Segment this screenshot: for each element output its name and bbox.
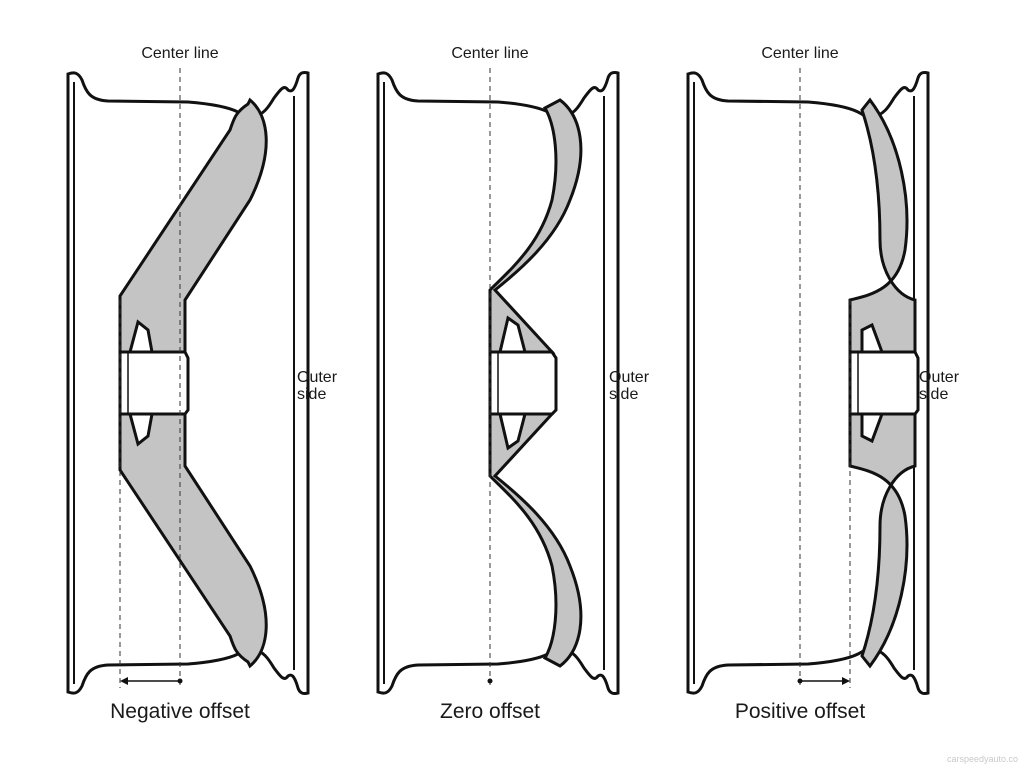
offset-arrow-head [120, 677, 128, 685]
panel-negative-offset: Center line Outer side Negative offset [66, 45, 338, 723]
wheel-spoke-top [488, 98, 583, 354]
outer-side-label-2: side [297, 386, 326, 403]
wheel-spoke-bottom [488, 412, 583, 668]
wheel-hub-bore [488, 350, 558, 416]
outer-side-label: Outer [297, 369, 338, 386]
outer-side-label: Outer [609, 369, 650, 386]
wheel-spoke-bottom [848, 412, 917, 669]
panel-positive-offset: Center line Outer side Positive offset [686, 45, 960, 723]
center-line-label: Center line [141, 45, 218, 62]
wheel-spoke-bottom [118, 412, 268, 669]
offset-dot [177, 678, 183, 684]
panel-caption: Zero offset [440, 700, 540, 723]
wheel-rim-shape [376, 71, 620, 695]
center-line-label: Center line [451, 45, 528, 62]
wheel-hub-bore [118, 350, 190, 416]
wheel-spoke-top [118, 97, 268, 354]
panel-caption: Negative offset [110, 700, 250, 723]
offset-arrow-head [842, 677, 850, 685]
center-line-label: Center line [761, 45, 838, 62]
outer-side-label-2: side [609, 386, 638, 403]
wheel-spoke-top [848, 97, 917, 354]
offset-dot [487, 678, 493, 684]
watermark-text: carspeedyauto.co [947, 754, 1018, 764]
outer-side-label: Outer [919, 369, 960, 386]
wheel-rim-shape [66, 71, 310, 695]
offset-dot [797, 678, 803, 684]
panel-zero-offset: Center line Outer side Zero offset [376, 45, 650, 723]
outer-side-label-2: side [919, 386, 948, 403]
panel-caption: Positive offset [735, 700, 866, 723]
wheel-hub-bore [848, 350, 920, 416]
